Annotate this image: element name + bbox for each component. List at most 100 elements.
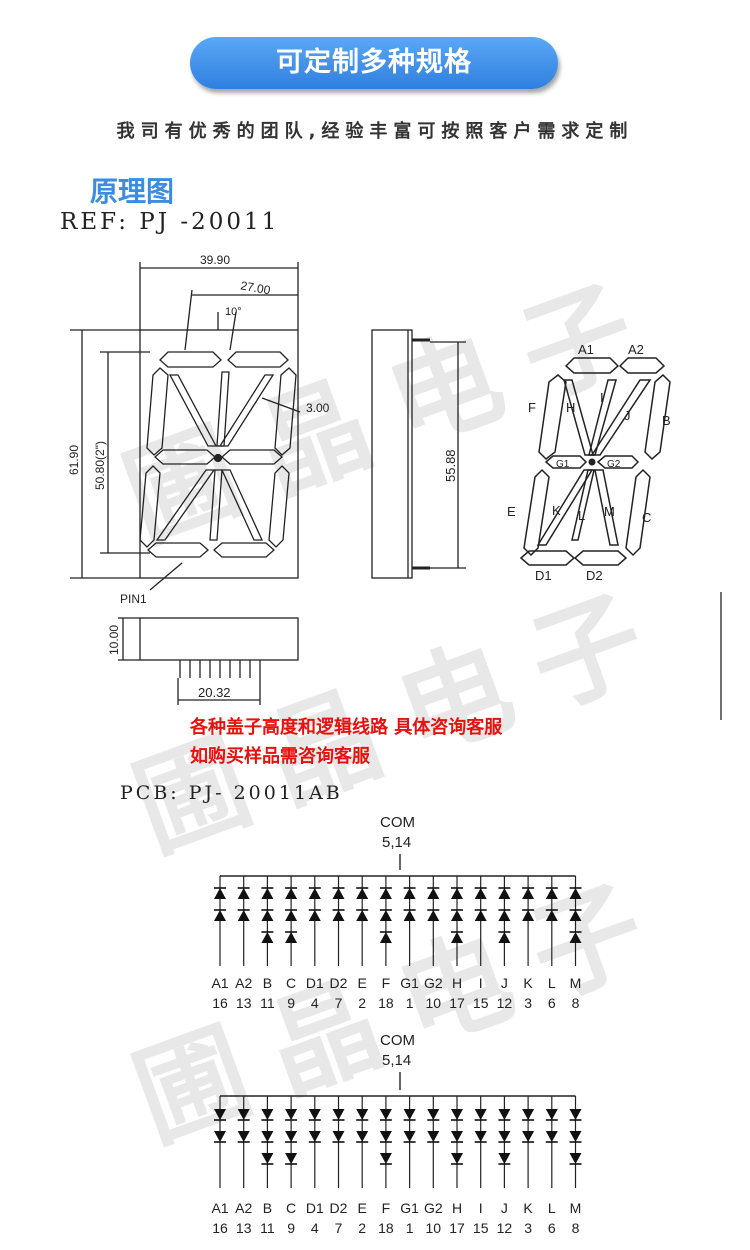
- diode-symbol: [285, 1109, 298, 1120]
- segment-pin-label: J: [501, 975, 508, 991]
- diode-symbol: [498, 1153, 511, 1164]
- diode-symbol: [498, 1131, 511, 1142]
- label-g2: G2: [607, 459, 621, 470]
- pins: [179, 660, 261, 678]
- segment-pin-label: D1: [306, 975, 324, 991]
- segment-pin-label: B: [263, 975, 272, 991]
- pin-number: 6: [548, 1220, 556, 1236]
- pin-number: 8: [572, 995, 580, 1011]
- bottom-body-outline: [139, 617, 299, 661]
- diode-symbol: [403, 910, 416, 921]
- segment-k: [155, 469, 216, 541]
- diode-symbol: [261, 910, 274, 921]
- diode-symbol: [379, 1109, 392, 1120]
- note-logic-options: 各种盖子高度和逻辑线路 具体咨询客服: [190, 717, 503, 738]
- dim-digit-height: 50.80(2"): [93, 441, 107, 490]
- segment-pin-label: M: [570, 975, 582, 991]
- side-body-outline: [371, 329, 413, 579]
- segment-pin-label: K: [523, 975, 533, 991]
- com-pins: 5,14: [382, 1052, 411, 1069]
- segment-pin-label: G1: [400, 1200, 419, 1216]
- segment-pin-label: E: [358, 975, 367, 991]
- diode-symbol: [261, 888, 274, 899]
- diode-symbol: [356, 888, 369, 899]
- dim-side-height: 55.88: [443, 449, 458, 482]
- segment-pin-label: F: [382, 975, 391, 991]
- seg-g2: [596, 455, 640, 469]
- pin-number: 10: [426, 1220, 442, 1236]
- seg-m: [594, 469, 619, 546]
- seg-d2: [573, 550, 628, 566]
- diode-symbol: [569, 932, 582, 943]
- segment-a2: [227, 351, 289, 368]
- diode-symbol: [261, 1131, 274, 1142]
- diode-symbol: [285, 1131, 298, 1142]
- segment-pin-label: A2: [235, 975, 252, 991]
- diode-symbol: [403, 888, 416, 899]
- label-a1: A1: [578, 342, 594, 357]
- diode-symbol: [308, 1109, 321, 1120]
- segment-pin-label: F: [382, 1200, 391, 1216]
- pin-number: 13: [236, 995, 252, 1011]
- diode-symbol: [569, 1109, 582, 1120]
- seg-j: [590, 379, 652, 456]
- section-title: 原理图: [90, 175, 175, 208]
- seg-g1: [544, 455, 588, 469]
- diode-symbol: [285, 932, 298, 943]
- label-k: K: [552, 503, 561, 518]
- diode-symbol: [261, 932, 274, 943]
- diode-symbol: [356, 1109, 369, 1120]
- pin-number: 15: [473, 995, 489, 1011]
- diode-symbol: [427, 888, 440, 899]
- segment-pin-label: D1: [306, 1200, 324, 1216]
- pin-number: 15: [473, 1220, 489, 1236]
- pin-number: 7: [335, 1220, 343, 1236]
- diode-symbol: [522, 1131, 535, 1142]
- pin-number: 1: [406, 1220, 414, 1236]
- seg-a2: [618, 357, 666, 374]
- label-j: J: [624, 408, 631, 423]
- diode-symbol: [308, 888, 321, 899]
- dim-depth: 10.00: [107, 625, 121, 655]
- diode-symbol: [451, 910, 463, 921]
- diode-symbol: [522, 888, 535, 899]
- label-d1: D1: [535, 568, 552, 583]
- diode-symbol: [451, 888, 463, 899]
- segment-pin-label: K: [523, 1200, 533, 1216]
- seg-h: [563, 379, 594, 456]
- segment-pin-label: M: [570, 1200, 582, 1216]
- dim-width: 39.90: [200, 253, 230, 267]
- segment-pin-label: D2: [330, 975, 348, 991]
- front-dimension-labels: 39.90 27.00 10° 3.00 61.90 50.80(2") PIN…: [67, 253, 330, 606]
- com-label: COM: [380, 1032, 415, 1049]
- diode-symbol: [427, 1109, 440, 1120]
- diode-symbol: [261, 1153, 274, 1164]
- diode-symbol: [451, 1131, 463, 1142]
- pin-number: 11: [260, 995, 275, 1011]
- seg-c: [625, 468, 651, 557]
- label-c: C: [642, 510, 651, 525]
- label-a2: A2: [628, 342, 644, 357]
- diode-symbol: [522, 1109, 535, 1120]
- segment-pin-label: G2: [424, 1200, 443, 1216]
- segment-pin-label: C: [286, 975, 296, 991]
- pcb-label: PCB: PJ- 20011AB: [120, 782, 343, 804]
- diode-symbol: [285, 1153, 298, 1164]
- diode-symbol: [356, 1131, 369, 1142]
- diode-symbol: [356, 910, 369, 921]
- pin-number: 3: [524, 1220, 532, 1236]
- diode-symbol: [379, 932, 392, 943]
- segment-pin-label: G1: [400, 975, 419, 991]
- diode-symbol: [569, 910, 582, 921]
- pin-number: 17: [449, 995, 465, 1011]
- diode-symbol: [498, 1109, 511, 1120]
- diode-symbol: [308, 1131, 321, 1142]
- diode-symbol: [451, 1153, 463, 1164]
- label-e: E: [507, 504, 516, 519]
- seg-center-dot: [588, 458, 596, 466]
- pin-number: 2: [358, 995, 366, 1011]
- pin-number: 18: [378, 995, 394, 1011]
- diode-symbol: [545, 888, 558, 899]
- pin-number: 12: [497, 1220, 513, 1236]
